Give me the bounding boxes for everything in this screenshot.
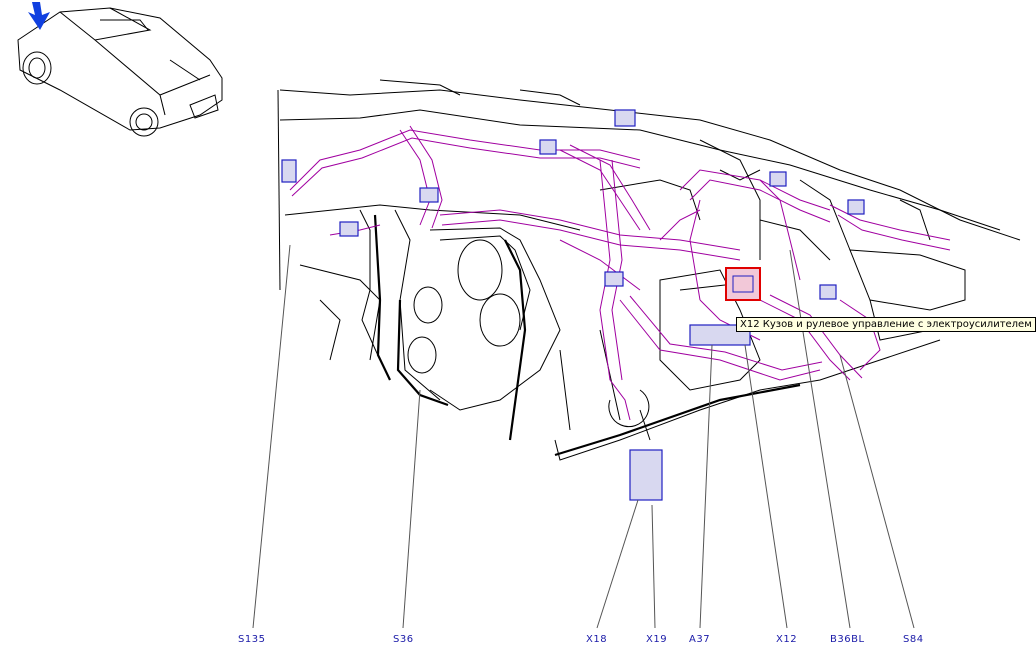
callout-s135[interactable]: S135 <box>238 634 266 645</box>
callout-a37[interactable]: A37 <box>689 634 711 645</box>
callout-s36[interactable]: S36 <box>393 634 414 645</box>
x12-tooltip: X12 Кузов и рулевое управление с электро… <box>736 317 1036 332</box>
callout-x12[interactable]: X12 <box>776 634 798 645</box>
car-orientation-icon <box>17 7 223 137</box>
body-structure <box>277 79 1021 461</box>
x12-highlight <box>725 267 761 301</box>
callout-x18[interactable]: X18 <box>586 634 608 645</box>
view-arrow-icon <box>28 2 50 30</box>
wiring-harness <box>289 125 951 421</box>
connectors <box>281 109 865 501</box>
callout-s84[interactable]: S84 <box>903 634 924 645</box>
callout-x19[interactable]: X19 <box>646 634 668 645</box>
callout-b36bl[interactable]: B36BL <box>830 634 865 645</box>
body-edges <box>373 214 801 457</box>
leader-lines <box>252 244 915 629</box>
